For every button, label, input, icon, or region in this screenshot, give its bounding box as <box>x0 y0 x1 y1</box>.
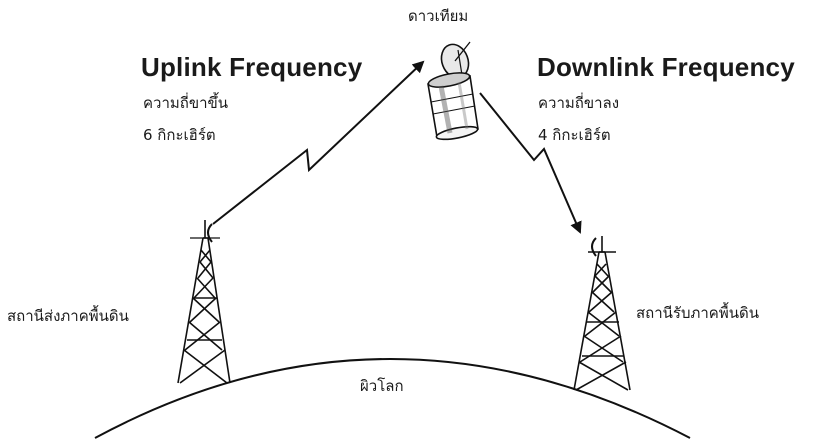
satellite-icon <box>427 41 479 141</box>
uplink-title: Uplink Frequency <box>141 52 363 82</box>
uplink-subtitle: ความถี่ขาขึ้น <box>143 94 229 112</box>
receiving-dish-icon <box>591 237 597 257</box>
sending-station-label: สถานีส่งภาคพื้นดิน <box>7 307 129 325</box>
uplink-arrow <box>212 60 425 225</box>
earth-surface <box>94 358 691 439</box>
downlink-subtitle: ความถี่ขาลง <box>538 94 620 112</box>
satellite-label: ดาวเทียม <box>408 7 469 25</box>
sending-dish-icon <box>207 223 213 243</box>
downlink-title: Downlink Frequency <box>537 52 795 82</box>
uplink-frequency-value: 6 กิกะเฮิร์ต <box>143 126 216 144</box>
receiving-tower <box>573 236 631 391</box>
downlink-arrow <box>479 92 582 234</box>
receiving-station-label: สถานีรับภาคพื้นดิน <box>636 304 759 322</box>
earth-surface-label: ผิวโลก <box>360 377 404 395</box>
downlink-frequency-value: 4 กิกะเฮิร์ต <box>538 126 611 144</box>
sending-tower <box>177 220 231 384</box>
